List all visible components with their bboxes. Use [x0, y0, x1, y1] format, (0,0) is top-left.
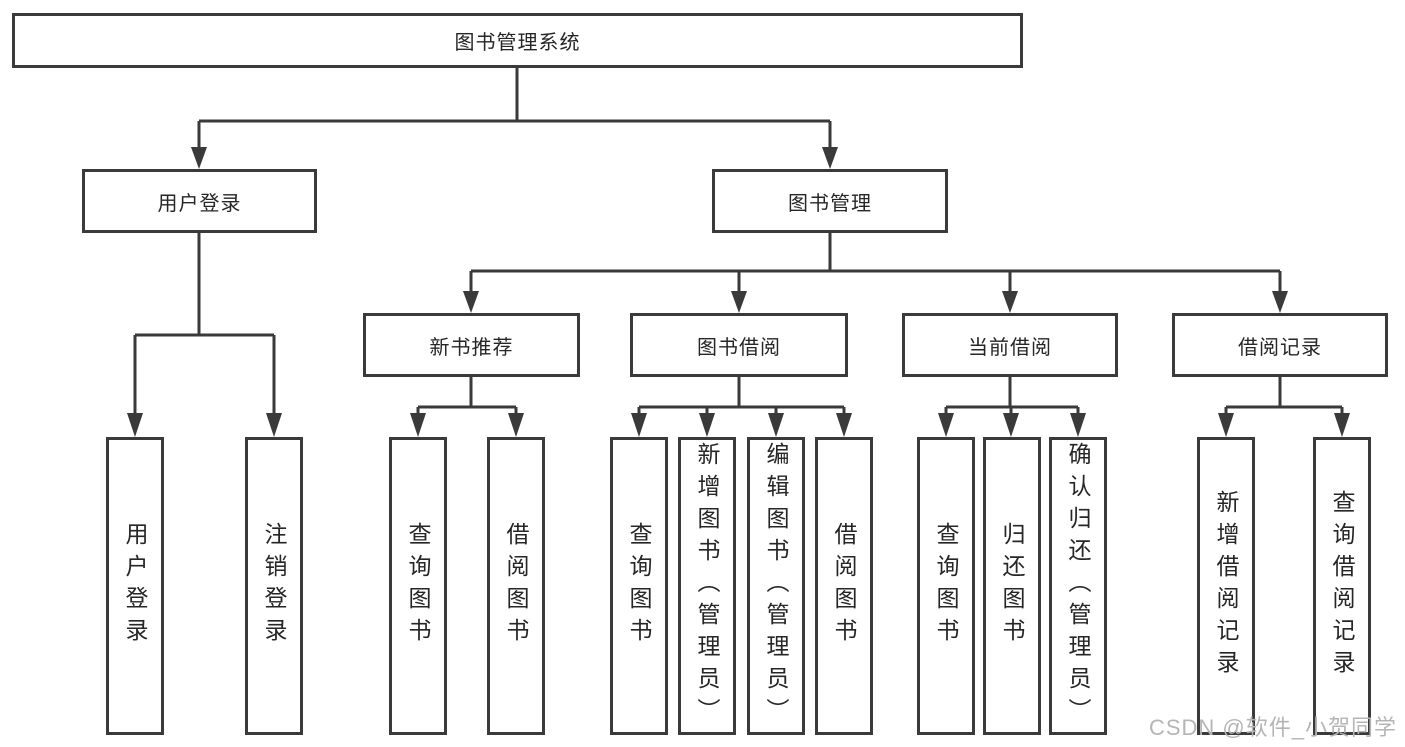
node-leaf-confirm-return-admin: 确认归还（管理员） — [1049, 437, 1107, 735]
node-leaf-query-borrow-record: 查询借阅记录 — [1313, 437, 1371, 735]
node-new-book-recommend: 新书推荐 — [363, 313, 580, 377]
node-leaf-edit-book-admin: 编辑图书（管理员） — [747, 437, 805, 735]
node-leaf-query-books: 查询图书 — [917, 437, 975, 735]
node-leaf-logout: 注销登录 — [245, 437, 303, 735]
node-leaf-query-books: 查询图书 — [610, 437, 668, 735]
node-leaf-return-book: 归还图书 — [983, 437, 1041, 735]
node-leaf-add-book-admin: 新增图书（管理员） — [678, 437, 736, 735]
node-system-root: 图书管理系统 — [12, 13, 1023, 68]
node-leaf-query-books: 查询图书 — [389, 437, 447, 735]
node-leaf-borrow-books: 借阅图书 — [487, 437, 545, 735]
arrowhead-icons — [127, 147, 1350, 437]
node-borrow-records: 借阅记录 — [1172, 313, 1388, 377]
csdn-watermark: CSDN @软件_小贺同学 — [1148, 715, 1397, 740]
node-leaf-user-login: 用户登录 — [106, 437, 164, 735]
node-leaf-borrow-books: 借阅图书 — [815, 437, 873, 735]
connector-lines — [133, 68, 1344, 415]
node-current-borrow: 当前借阅 — [902, 313, 1118, 377]
node-user-login: 用户登录 — [82, 169, 317, 233]
node-leaf-add-borrow-record: 新增借阅记录 — [1197, 437, 1255, 735]
node-book-borrow: 图书借阅 — [630, 313, 848, 377]
node-book-management: 图书管理 — [712, 169, 948, 233]
